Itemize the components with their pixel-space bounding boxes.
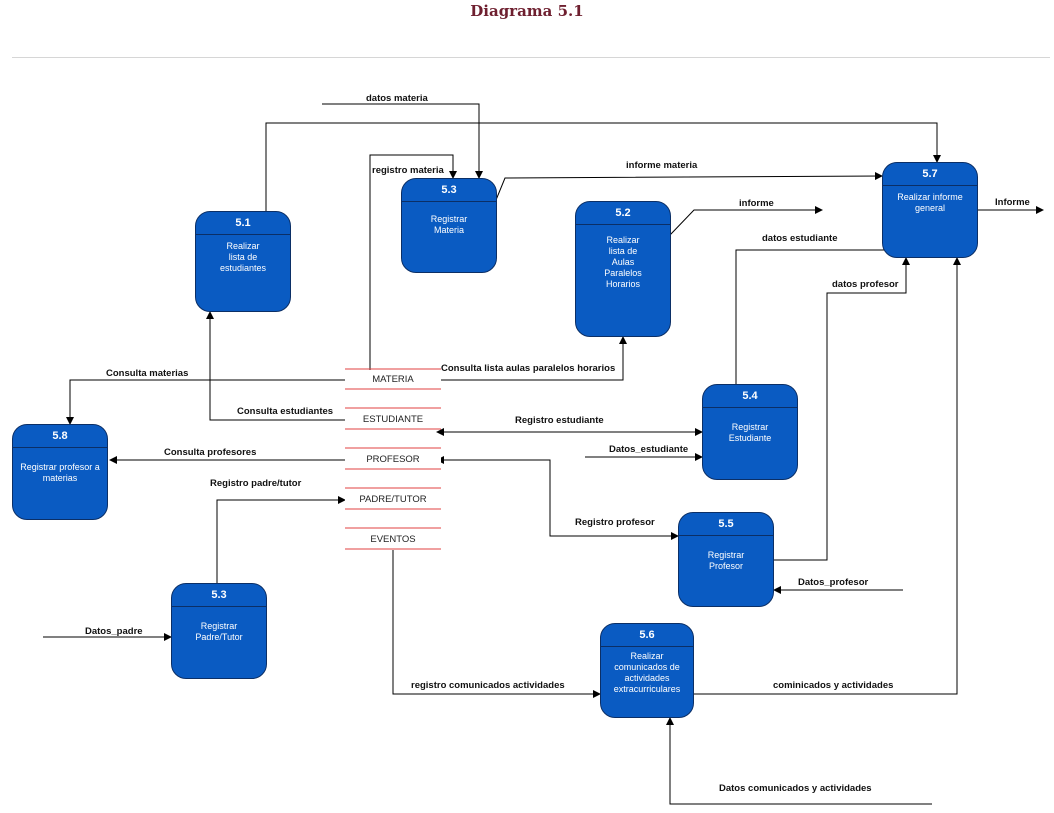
flow-registro-materia xyxy=(369,154,457,370)
label-informe: informe xyxy=(739,198,774,209)
label-consulta-materias: Consulta materias xyxy=(106,368,189,379)
process-label: Realizar lista de Aulas Paralelos Horari… xyxy=(604,235,642,289)
flow-registro-padre xyxy=(216,496,346,583)
process-label: Realizar lista de estudiantes xyxy=(219,241,267,273)
label-informe-materia: informe materia xyxy=(626,160,698,171)
label-registro-materia: registro materia xyxy=(372,165,444,176)
process-5-7: 5.7 Realizar informe general xyxy=(882,162,978,258)
process-label: Realizar informe general xyxy=(897,192,963,213)
label-consulta-lista: Consulta lista aulas paralelos horarios xyxy=(441,363,616,374)
label-datos-estudiante-in: Datos_estudiante xyxy=(609,444,689,455)
flow-datos-profesor xyxy=(772,257,910,561)
process-5-3-materia: 5.3 Registrar Materia xyxy=(401,178,497,273)
process-label: Registrar Padre/Tutor xyxy=(195,621,243,642)
store-profesor: PROFESOR xyxy=(345,451,441,468)
store-materia: MATERIA xyxy=(345,371,441,388)
process-number: 5.5 xyxy=(679,513,773,536)
flow-registro-profesor xyxy=(436,456,679,540)
store-padre-tutor: PADRE/TUTOR xyxy=(345,491,441,508)
process-label: Registrar Materia xyxy=(430,214,468,235)
store-estudiante: ESTUDIANTE xyxy=(345,411,441,428)
label-registro-comunicados: registro comunicados actividades xyxy=(411,680,565,691)
process-number: 5.7 xyxy=(883,163,977,186)
label-informe-out: Informe xyxy=(995,197,1030,208)
process-number: 5.3 xyxy=(402,179,496,202)
flow-51-to-57 xyxy=(265,122,941,211)
flow-comunicados-actividades xyxy=(694,257,961,695)
label-registro-estudiante: Registro estudiante xyxy=(515,415,604,426)
label-consulta-profesores: Consulta profesores xyxy=(164,447,257,458)
flow-registro-comunicados xyxy=(392,550,601,698)
label-consulta-estudiantes: Consulta estudiantes xyxy=(237,406,334,417)
process-number: 5.8 xyxy=(13,425,107,448)
label-datos-materia: datos materia xyxy=(366,93,428,104)
flow-consulta-materias xyxy=(66,379,345,425)
process-number: 5.1 xyxy=(196,212,290,235)
flow-informe xyxy=(669,206,823,236)
process-5-1: 5.1 Realizar lista de estudiantes xyxy=(195,211,291,312)
flow-consulta-lista xyxy=(441,336,627,381)
process-5-4: 5.4 Registrar Estudiante xyxy=(702,384,798,480)
flow-informe-materia xyxy=(495,172,883,201)
process-label: Registrar profesor a materias xyxy=(20,462,100,483)
process-number: 5.2 xyxy=(576,202,670,225)
process-5-6: 5.6 Realizar comunicados de actividades … xyxy=(600,623,694,718)
process-number: 5.3 xyxy=(172,584,266,607)
label-datos-padre: Datos_padre xyxy=(85,626,143,637)
process-label: Registrar Estudiante xyxy=(728,422,772,443)
label-datos-profesor-in: Datos_profesor xyxy=(798,577,869,588)
label-registro-padre: Registro padre/tutor xyxy=(210,478,302,489)
store-eventos: EVENTOS xyxy=(345,531,441,548)
flow-datos-comunicados xyxy=(666,717,932,805)
label-comunicados-actividades: cominicados y actividades xyxy=(773,680,894,691)
process-5-8: 5.8 Registrar profesor a materias xyxy=(12,424,108,520)
label-datos-comunicados: Datos comunicados y actividades xyxy=(719,783,872,794)
title-divider xyxy=(12,57,1050,58)
process-5-2: 5.2 Realizar lista de Aulas Paralelos Ho… xyxy=(575,201,671,337)
flow-consulta-estudiantes xyxy=(206,311,345,421)
process-5-5: 5.5 Registrar Profesor xyxy=(678,512,774,607)
process-label: Registrar Profesor xyxy=(707,550,745,571)
flow-datos-materia xyxy=(322,103,483,179)
process-number: 5.4 xyxy=(703,385,797,408)
label-datos-estudiante: datos estudiante xyxy=(762,233,838,244)
process-label: Realizar comunicados de actividades extr… xyxy=(613,651,681,694)
flow-datos-estudiante xyxy=(735,249,910,384)
process-5-3-padre-tutor: 5.3 Registrar Padre/Tutor xyxy=(171,583,267,679)
store-separators xyxy=(345,368,441,550)
process-number: 5.6 xyxy=(601,624,693,647)
page-title: Diagrama 5.1 xyxy=(470,2,584,20)
label-registro-profesor: Registro profesor xyxy=(575,517,655,528)
label-datos-profesor: datos profesor xyxy=(832,279,899,290)
